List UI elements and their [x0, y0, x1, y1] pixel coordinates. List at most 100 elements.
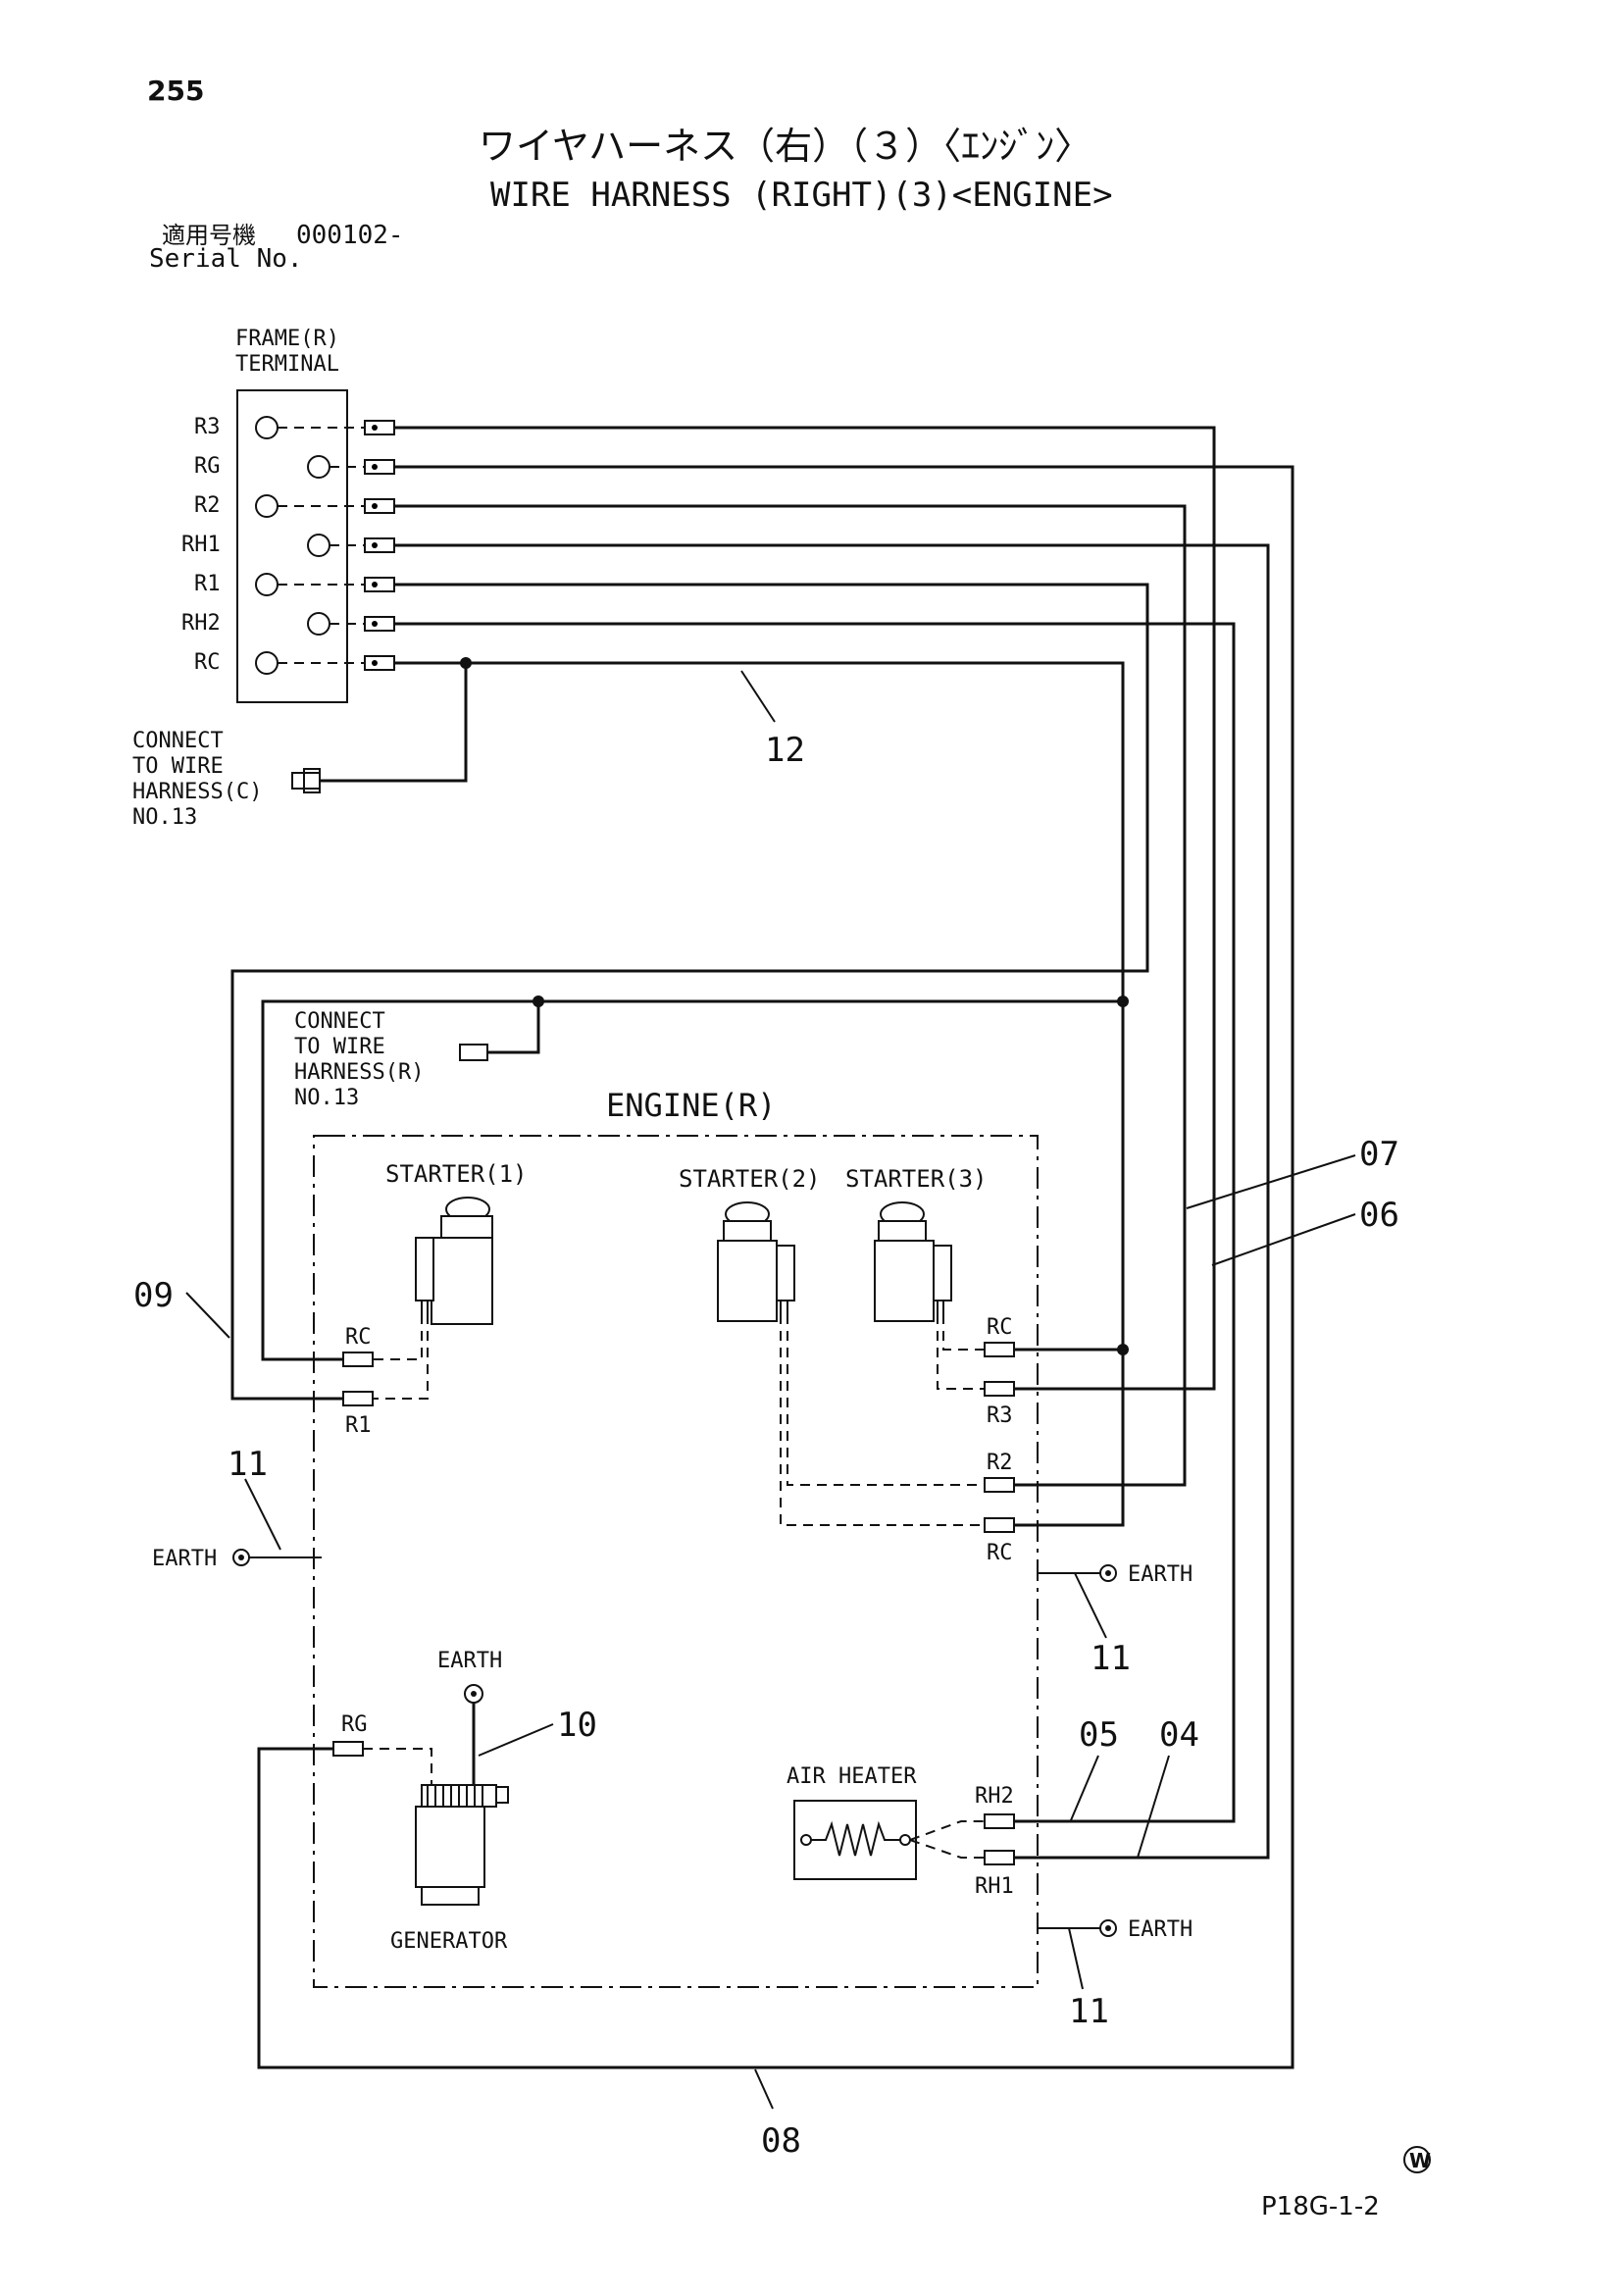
wire-r3 — [394, 426, 1216, 1391]
generator-label: GENERATOR — [390, 1929, 508, 1954]
mark-circle — [1403, 2146, 1431, 2173]
starter1-rc-connector — [342, 1352, 374, 1367]
connect-r-line2: TO WIRE — [294, 1035, 385, 1059]
figure-code: P18G-1-2 — [1261, 2192, 1380, 2221]
starter1-r1-label: R1 — [345, 1413, 372, 1438]
earth-right-upper-label: EARTH — [1128, 1562, 1193, 1587]
callout-11-right-upper: 11 — [1091, 1639, 1131, 1678]
earth-right-upper — [1038, 1564, 1117, 1582]
generator-rg-label: RG — [341, 1712, 368, 1737]
callout-08: 08 — [761, 2121, 801, 2161]
generator-earth-label: EARTH — [437, 1649, 502, 1673]
starter2-label: STARTER(2) — [679, 1165, 821, 1193]
air-heater-rh2-connector — [984, 1813, 1015, 1829]
wire-rc-branch-c — [320, 663, 468, 783]
terminal-label-r1: R1 — [194, 572, 221, 596]
starter3-r3-connector — [984, 1381, 1015, 1397]
starter2-dash-rc — [780, 1314, 985, 1526]
connect-harness-r — [459, 1044, 488, 1061]
engine-label: ENGINE(R) — [606, 1087, 776, 1124]
earth-left-label: EARTH — [152, 1547, 217, 1571]
starter3-dash-r3 — [937, 1314, 985, 1390]
terminal-label-rh1: RH1 — [181, 533, 221, 557]
title-english: WIRE HARNESS (RIGHT)(3)<ENGINE> — [490, 176, 1113, 215]
starter1-rc-label: RC — [345, 1325, 372, 1350]
air-heater-rh1-connector — [984, 1850, 1015, 1865]
starter1-label: STARTER(1) — [385, 1160, 528, 1188]
page-number: 255 — [147, 75, 204, 107]
junction-rc-3 — [533, 995, 544, 1007]
frame-terminal-title-2: TERMINAL — [235, 352, 339, 377]
starter2-motor-icon — [717, 1201, 795, 1322]
starter1-motor-icon — [415, 1197, 493, 1325]
starter2-rc-label: RC — [987, 1541, 1013, 1565]
connect-r-line1: CONNECT — [294, 1009, 385, 1034]
starter1-r1-connector — [342, 1391, 374, 1406]
wire-rg — [257, 465, 1294, 2069]
callout-10: 10 — [557, 1706, 597, 1745]
earth-right-lower-label: EARTH — [1128, 1917, 1193, 1942]
starter3-dash-rc — [942, 1314, 985, 1351]
callout-leaders — [185, 670, 1356, 2110]
serial-label-en: Serial No. — [149, 244, 303, 274]
connect-harness-c — [291, 768, 321, 793]
wire-r2 — [394, 504, 1187, 1487]
starter1-dash-rc — [373, 1314, 423, 1360]
frame-terminal-title-1: FRAME(R) — [235, 327, 339, 351]
junction-rc-1 — [460, 657, 472, 669]
earth-right-lower — [1038, 1919, 1117, 1937]
air-heater-rh2-label: RH2 — [975, 1784, 1014, 1809]
callout-06: 06 — [1359, 1196, 1399, 1235]
connect-c-line2: TO WIRE — [132, 754, 224, 779]
callout-09: 09 — [133, 1276, 174, 1315]
air-heater-dash-rh2 — [909, 1820, 985, 1841]
starter1-dash-r1 — [373, 1314, 429, 1400]
terminal-label-rh2: RH2 — [181, 611, 221, 636]
terminal-connectors — [364, 420, 395, 671]
terminal-label-rc: RC — [194, 650, 221, 675]
generator-earth — [464, 1684, 483, 1704]
starter3-label: STARTER(3) — [845, 1165, 988, 1193]
generator-dash-rg — [363, 1748, 432, 1795]
earth-left — [232, 1549, 322, 1566]
junction-rc-4 — [1117, 1344, 1129, 1355]
air-heater-dash-rh1 — [909, 1839, 985, 1859]
starter2-rc-connector — [984, 1517, 1015, 1533]
generator-rg-connector — [332, 1741, 364, 1757]
wire-r1 — [230, 583, 1149, 1401]
starter2-dash-r2 — [787, 1314, 985, 1486]
starter2-r2-label: R2 — [987, 1451, 1013, 1475]
callout-07: 07 — [1359, 1135, 1399, 1174]
wire-rh2 — [394, 622, 1236, 1823]
wire-rc-branch-r — [487, 1001, 540, 1054]
callout-05: 05 — [1079, 1715, 1119, 1755]
serial-value: 000102- — [296, 221, 404, 250]
generator-icon — [415, 1784, 509, 1906]
serial-label-jp: 適用号機 — [162, 222, 256, 249]
starter3-rc-connector — [984, 1342, 1015, 1357]
starter2-r2-connector — [984, 1477, 1015, 1493]
air-heater-rh1-label: RH1 — [975, 1874, 1014, 1899]
engine-boundary — [313, 1135, 1039, 1988]
starter3-motor-icon — [874, 1201, 952, 1322]
terminal-studs — [255, 416, 365, 675]
callout-11-left: 11 — [228, 1445, 268, 1484]
starter3-rc-label: RC — [987, 1315, 1013, 1340]
terminal-label-r2: R2 — [194, 493, 221, 518]
connect-c-line4: NO.13 — [132, 805, 197, 830]
callout-04: 04 — [1159, 1715, 1199, 1755]
connect-c-line3: HARNESS(C) — [132, 780, 262, 804]
air-heater-label: AIR HEATER — [787, 1764, 917, 1789]
connect-c-line1: CONNECT — [132, 729, 224, 753]
connect-r-line3: HARNESS(R) — [294, 1060, 424, 1085]
terminal-label-r3: R3 — [194, 415, 221, 439]
mark-letter: W — [1409, 2149, 1431, 2172]
callout-12: 12 — [765, 731, 805, 770]
wire-rc — [394, 661, 1125, 1527]
wire-rc-branch-top — [261, 999, 1123, 1361]
title-japanese: ワイヤハーネス（右）（３）〈ｴﾝｼﾞﾝ〉 — [479, 125, 1091, 168]
callout-11-right-lower: 11 — [1069, 1992, 1109, 2031]
starter3-r3-label: R3 — [987, 1403, 1013, 1428]
junction-rc-2 — [1117, 995, 1129, 1007]
